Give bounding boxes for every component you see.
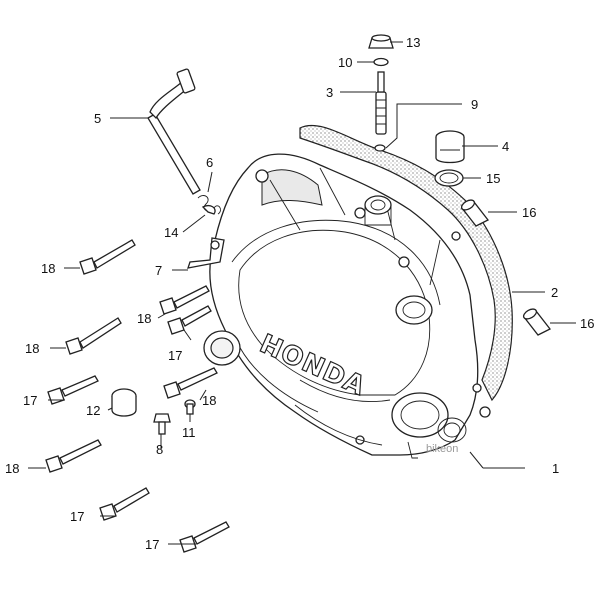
callout-7: 7	[155, 263, 162, 278]
leader-lines	[28, 41, 576, 545]
bolt-17-c	[99, 487, 150, 521]
callout-1: 1	[552, 461, 559, 476]
callout-18-a: 18	[41, 261, 55, 276]
bracket	[187, 237, 225, 269]
watermark: bikeon	[426, 443, 458, 455]
cap-nut	[368, 34, 394, 49]
callout-17-c: 17	[70, 509, 84, 524]
callout-18-d: 18	[202, 393, 216, 408]
dowel-pin-lower	[522, 308, 551, 336]
callout-16-upper: 16	[522, 205, 536, 220]
bolt-18-b	[159, 285, 210, 315]
callout-17-a: 17	[168, 348, 182, 363]
small-bolt	[153, 413, 171, 435]
bolt-18-d	[163, 367, 218, 399]
callout-18-e: 18	[5, 461, 19, 476]
spindle-part	[375, 71, 387, 135]
callout-2: 2	[551, 285, 558, 300]
filler-cap	[435, 130, 465, 164]
bolt-18-a	[79, 239, 136, 275]
callout-3: 3	[326, 85, 333, 100]
callout-14: 14	[164, 225, 178, 240]
o-ring-large	[434, 169, 464, 187]
callout-18-b: 18	[137, 311, 151, 326]
bolt-18-c	[65, 317, 122, 355]
callout-10: 10	[338, 55, 352, 70]
dowel-pin-upper	[460, 199, 489, 227]
washer	[373, 57, 389, 67]
callout-17-b: 17	[23, 393, 37, 408]
bolt-17-a	[167, 305, 212, 335]
callout-15: 15	[486, 171, 500, 186]
callout-9: 9	[471, 97, 478, 112]
callout-5: 5	[94, 111, 101, 126]
lever-arm	[147, 68, 201, 195]
callout-12: 12	[86, 403, 100, 418]
callout-6: 6	[206, 155, 213, 170]
callout-8: 8	[156, 442, 163, 457]
bolt-17-d	[179, 521, 230, 553]
clip	[201, 204, 216, 215]
callout-17-d: 17	[145, 537, 159, 552]
callout-13: 13	[406, 35, 420, 50]
small-washer	[184, 399, 196, 415]
o-ring-small	[374, 144, 386, 152]
plug	[111, 388, 137, 417]
bolt-18-e	[45, 439, 102, 473]
callout-4: 4	[502, 139, 509, 154]
callout-18-c: 18	[25, 341, 39, 356]
callout-16-lower: 16	[580, 316, 594, 331]
callout-11: 11	[182, 425, 196, 440]
gasket	[299, 124, 513, 402]
callout-labels: 1 2 3 4 5 6 7 8 9 10 11 12 13 14 15 16 1…	[5, 35, 594, 552]
crankcase-cover: HONDA	[203, 153, 491, 459]
